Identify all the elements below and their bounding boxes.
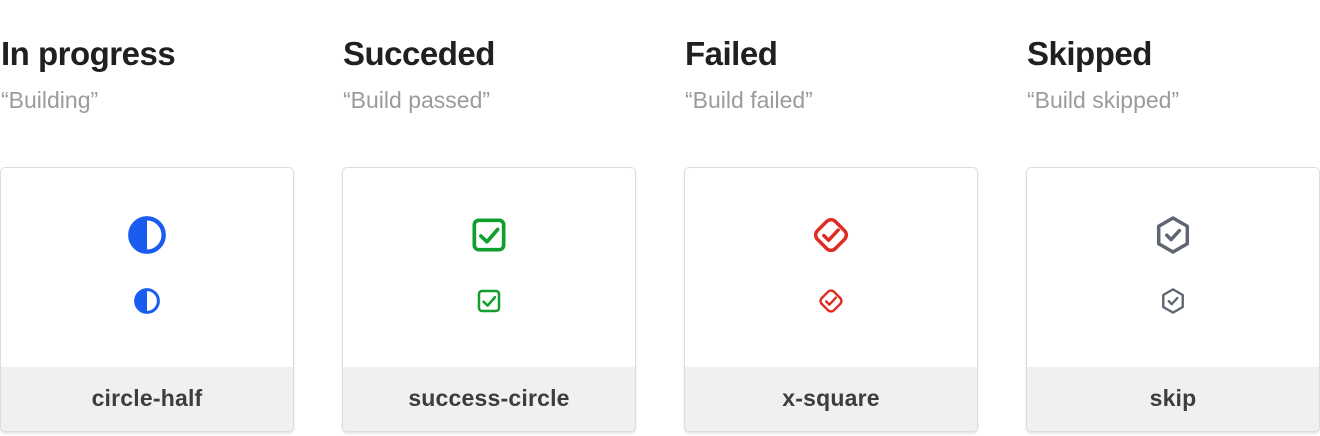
icon-area [343,168,635,367]
hexagon-check-icon-large [1156,216,1190,254]
column-title: Failed [685,35,778,72]
status-column-skipped: Skipped “Build skipped” skip [1026,0,1320,432]
status-column-succeeded: Succeded “Build passed” success-circle [342,0,636,432]
column-subtitle: “Building” [1,87,99,114]
column-title: Succeded [343,35,495,72]
check-square-icon-small [477,289,501,313]
icon-name-label: success-circle [408,385,570,412]
diamond-check-icon-small [819,289,843,313]
icon-area [1,168,293,367]
check-square-icon-large [472,218,506,252]
hexagon-check-icon-small [1162,288,1184,314]
icon-name-label: skip [1149,385,1197,412]
icon-card: circle-half [0,166,294,432]
status-column-failed: Failed “Build failed” x-square [684,0,978,432]
column-subtitle: “Build failed” [685,87,813,114]
icon-area [685,168,977,367]
circle-half-icon-small [134,288,160,314]
icon-card: x-square [684,166,978,432]
icon-area [1027,168,1319,367]
icon-card: success-circle [342,166,636,432]
icon-name-label: circle-half [91,385,203,412]
icon-name-footer: x-square [685,366,977,431]
icon-card: skip [1026,166,1320,432]
diamond-check-icon-large [813,217,849,252]
column-subtitle: “Build passed” [343,87,491,114]
column-subtitle: “Build skipped” [1027,87,1180,114]
icon-name-footer: circle-half [1,366,293,431]
icon-name-label: x-square [782,385,880,412]
column-title: In progress [1,35,176,72]
status-column-in-progress: In progress “Building” circle-half [0,0,294,432]
circle-half-icon-large [128,216,166,254]
icon-name-footer: success-circle [343,366,635,431]
column-title: Skipped [1027,35,1152,72]
icon-name-footer: skip [1027,366,1319,431]
